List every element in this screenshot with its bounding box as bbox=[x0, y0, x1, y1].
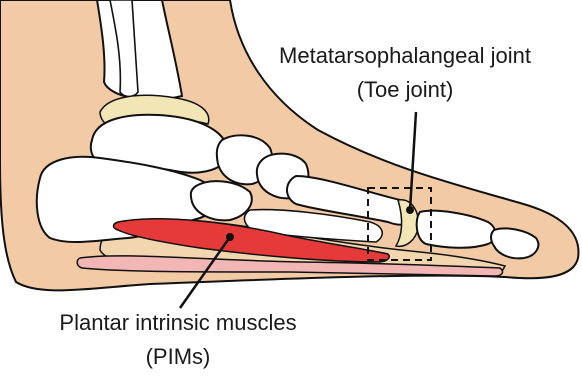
pim-label-line2: (PIMs) bbox=[20, 340, 336, 374]
pim-leader-dot bbox=[226, 233, 234, 241]
pim-label-line1: Plantar intrinsic muscles bbox=[20, 306, 336, 340]
mtp-joint-label-line1: Metatarsophalangeal joint bbox=[232, 39, 578, 73]
pim-label: Plantar intrinsic muscles (PIMs) bbox=[20, 306, 336, 374]
mtp-joint-label: Metatarsophalangeal joint (Toe joint) bbox=[232, 39, 578, 107]
mtp-leader-dot bbox=[406, 206, 414, 214]
mtp-joint-label-line2: (Toe joint) bbox=[232, 73, 578, 107]
